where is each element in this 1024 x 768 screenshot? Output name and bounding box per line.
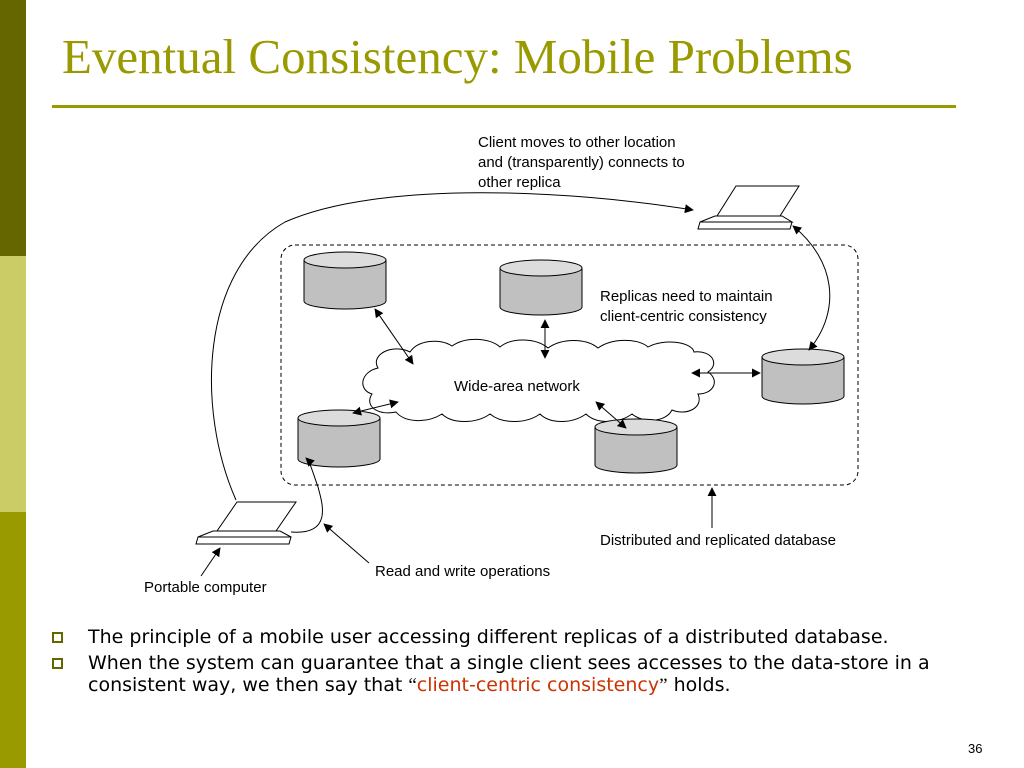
connection-arrow: [595, 401, 627, 429]
move-arrow: [211, 192, 694, 501]
bullet-text: The principle of a mobile user accessing…: [88, 626, 889, 648]
replica-disk: [297, 409, 381, 468]
bullet-item: The principle of a mobile user accessing…: [48, 626, 978, 648]
bullet-list: The principle of a mobile user accessing…: [48, 626, 978, 701]
laptop-icon: [697, 185, 800, 230]
connection-arrow: [352, 399, 399, 416]
bullet-text-end: holds.: [667, 674, 731, 696]
client-moves-label: Client moves to other location and (tran…: [478, 134, 689, 191]
operations-label: Read and write operations: [375, 563, 550, 580]
replica-disk: [303, 251, 387, 310]
highlighted-term: client-centric consistency: [416, 674, 660, 696]
bullet-item: When the system can guarantee that a sin…: [48, 652, 978, 697]
replica-disk: [594, 418, 678, 474]
quote-open: “: [408, 675, 417, 696]
operations-label-arrow: [323, 523, 370, 564]
laptop-icon: [195, 501, 297, 545]
database-boundary: [280, 244, 859, 486]
network-label: Wide-area network: [454, 378, 580, 395]
computer-label-arrow: [200, 547, 221, 577]
bullet-text: When the system can guarantee that a sin…: [88, 652, 930, 696]
replicas-consistency-label: Replicas need to maintain client-centric…: [600, 288, 777, 325]
sidebar-band-middle: [0, 256, 26, 512]
bullet-square-icon: [52, 658, 63, 669]
slide-title: Eventual Consistency: Mobile Problems: [62, 29, 853, 84]
connection-arrow: [374, 308, 414, 365]
title-underline: [52, 105, 956, 108]
quote-close: ”: [659, 675, 668, 696]
replica-disk: [761, 348, 845, 405]
reconnection-arrow: [792, 225, 831, 351]
read-write-arrow: [290, 457, 323, 533]
page-number: 36: [968, 741, 983, 756]
network-cloud: [362, 338, 715, 422]
portable-computer-label: Portable computer: [144, 579, 267, 596]
database-label: Distributed and replicated database: [600, 532, 836, 549]
sidebar-band-bottom: [0, 512, 26, 768]
bullet-square-icon: [52, 632, 63, 643]
sidebar-band-top: [0, 0, 26, 256]
replica-disk: [499, 259, 583, 316]
